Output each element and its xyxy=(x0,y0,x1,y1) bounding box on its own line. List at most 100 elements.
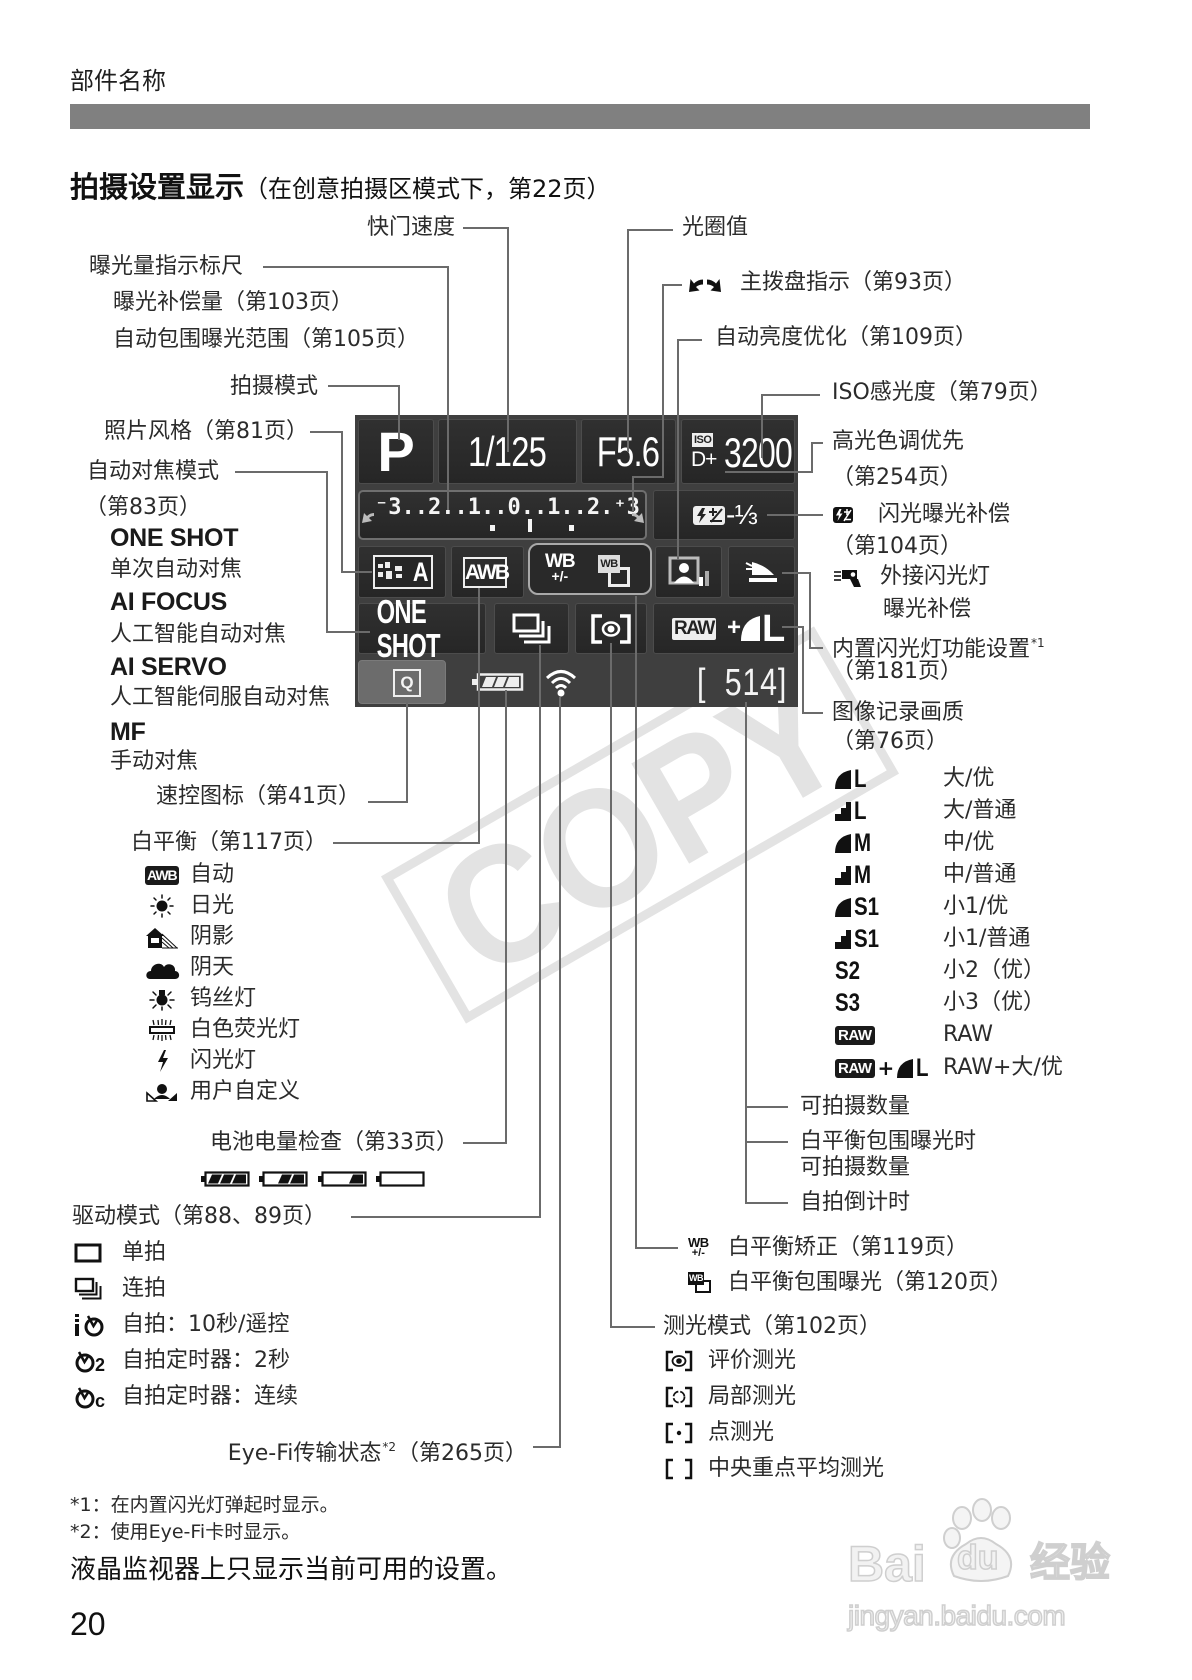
white-balance-cell: AWB xyxy=(451,546,524,598)
quality-plus: + xyxy=(727,614,742,641)
scale-marker-dot xyxy=(569,525,574,531)
raw-icon: RAW xyxy=(835,1025,875,1045)
quality-desc: 小1/优 xyxy=(943,894,1009,919)
callout-af-mode-page: （第83页） xyxy=(85,495,201,520)
battery-full-icon xyxy=(472,673,524,691)
normal-icon xyxy=(835,929,851,949)
drive-list-item: 2 自拍定时器：2秒 xyxy=(74,1347,374,1375)
wb-bracketing-badge: WB xyxy=(688,1272,704,1285)
baidu-watermark-url: jingyan.baidu.com xyxy=(847,1599,1066,1632)
raw-icon: RAW xyxy=(672,618,716,640)
built-in-flash-cell xyxy=(728,546,795,598)
wb-correction-icon: WB+/- xyxy=(545,552,576,584)
tungsten-icon xyxy=(149,990,175,1011)
af-mode-cell: ONE SHOT xyxy=(358,594,486,662)
quality-plus: + xyxy=(877,1056,895,1080)
flash-exposure-comp-cell: -⅓ xyxy=(653,490,795,540)
wb-label: 白色荧光灯 xyxy=(190,1017,301,1042)
continuous-shooting-icon xyxy=(512,613,550,643)
drive-label: 连拍 xyxy=(122,1276,167,1301)
quality-size: L xyxy=(854,765,867,793)
metering-label: 局部测光 xyxy=(708,1384,797,1409)
callout-drive-mode: 驱动模式（第88、89页） xyxy=(72,1204,326,1229)
battery-full-icon xyxy=(201,1171,250,1187)
cloudy-icon xyxy=(146,963,180,979)
callout-wb-bracket-shots: 白平衡包围曝光时 xyxy=(800,1129,977,1154)
wb-list-item: 日光 xyxy=(145,892,345,920)
fine-icon xyxy=(835,769,851,789)
wb-bracketing-icon: WB xyxy=(598,555,632,589)
awb-icon: AWB xyxy=(145,865,179,885)
aperture-value: F5.6 xyxy=(597,427,660,475)
af-mode-code: AI SERVO xyxy=(110,653,227,681)
shutter-speed-value: 1/125 xyxy=(468,427,547,475)
callout-eye-fi-page: （第265页） xyxy=(397,1441,527,1466)
quality-desc: 小1/普通 xyxy=(943,926,1031,951)
self-timer-2s-icon xyxy=(75,1351,95,1373)
self-timer-10s-remote-icon xyxy=(75,1314,104,1337)
callout-aperture: 光圈值 xyxy=(682,215,749,240)
picture-style-auto-icon: A xyxy=(373,555,433,589)
quality-list-item: L 大/普通 xyxy=(835,797,1135,825)
lcd-availability-note: 液晶监视器上只显示当前可用的设置。 xyxy=(70,1555,513,1585)
wb-correction-label: 白平衡矫正（第119页） xyxy=(728,1235,968,1260)
shots-bracket-open: [ xyxy=(697,662,707,704)
wb-label: 阴天 xyxy=(190,955,235,980)
exposure-level-marker xyxy=(528,519,532,532)
af-mode-value: ONE SHOT xyxy=(376,592,441,664)
quality-desc: RAW+大/优 xyxy=(943,1055,1063,1080)
af-mode-desc: 单次自动对焦 xyxy=(110,557,243,582)
wb-correction-item: WB+/- 白平衡矫正（第119页） xyxy=(688,1234,1008,1262)
metering-list-item: 局部测光 xyxy=(665,1383,925,1411)
exposure-scale-ticks: ⁻3..2..1..0..1..2.⁺3 xyxy=(375,495,640,520)
callout-aeb-range: 自动包围曝光范围（第105页） xyxy=(113,327,419,352)
wb-label: 阴影 xyxy=(190,924,235,949)
drive-list-item: 连拍 xyxy=(74,1275,334,1303)
footnote-ref-2: *2 xyxy=(382,1440,396,1454)
af-mode-desc: 人工智能伺服自动对焦 xyxy=(110,685,331,710)
picture-style-pattern-icon xyxy=(378,562,402,579)
page-number: 20 xyxy=(70,1606,106,1642)
quality-size: S1 xyxy=(854,893,880,921)
iso-badge: ISO xyxy=(692,433,714,447)
wb-list-item: 闪光灯 xyxy=(145,1047,345,1075)
wb-label: 闪光灯 xyxy=(190,1048,257,1073)
self-timer-suffix: c xyxy=(95,1390,106,1411)
callout-wb-bracket-shots-line2: 可拍摄数量 xyxy=(800,1155,911,1180)
drive-label: 自拍定时器：连续 xyxy=(122,1384,299,1409)
metering-list-item: 点测光 xyxy=(665,1419,925,1447)
eye-fi-wireless-icon xyxy=(545,670,577,697)
callout-image-quality-page: （第76页） xyxy=(832,729,948,754)
callout-main-dial: 主拨盘指示（第93页） xyxy=(740,270,966,295)
quick-control-icon: Q xyxy=(393,669,421,697)
flash-exposure-comp-icon xyxy=(693,506,725,525)
quality-size: M xyxy=(854,829,872,857)
page-title-main: 拍摄设置显示 xyxy=(70,170,245,204)
wb-list-item: 钨丝灯 xyxy=(145,985,345,1013)
quality-size: L xyxy=(854,797,867,825)
fine-icon xyxy=(897,1058,914,1078)
callout-flash-exposure-comp-page: （第104页） xyxy=(832,534,962,559)
self-timer-suffix: 2 xyxy=(95,1354,106,1375)
shutter-speed-cell: 1/125 xyxy=(438,419,577,484)
quality-desc: 中/优 xyxy=(943,830,995,855)
callout-shots-remaining: 可拍摄数量 xyxy=(800,1094,911,1119)
section-header: 部件名称 xyxy=(70,67,166,95)
drive-mode-cell xyxy=(494,603,569,654)
quality-list-item: S1 小1/优 xyxy=(835,893,1135,921)
battery-empty-icon xyxy=(376,1171,425,1187)
single-shooting-icon xyxy=(74,1243,102,1263)
quality-desc: RAW xyxy=(943,1022,993,1047)
wb-correction-bracketing-box: WB+/- WB xyxy=(528,543,652,595)
external-flash-icon xyxy=(834,570,861,587)
metering-label: 中央重点平均测光 xyxy=(708,1456,885,1481)
drive-list-item: 自拍：10秒/遥控 xyxy=(74,1311,374,1339)
quick-control-button: Q xyxy=(358,660,446,704)
quality-desc: 大/普通 xyxy=(943,798,1017,823)
picture-style-value: A xyxy=(412,557,428,587)
fine-quality-icon xyxy=(741,616,760,641)
flash-icon xyxy=(158,1050,168,1072)
quality-size: L xyxy=(916,1054,929,1082)
spot-metering-icon xyxy=(665,1422,693,1444)
main-dial-right-arrow-icon xyxy=(632,513,644,523)
